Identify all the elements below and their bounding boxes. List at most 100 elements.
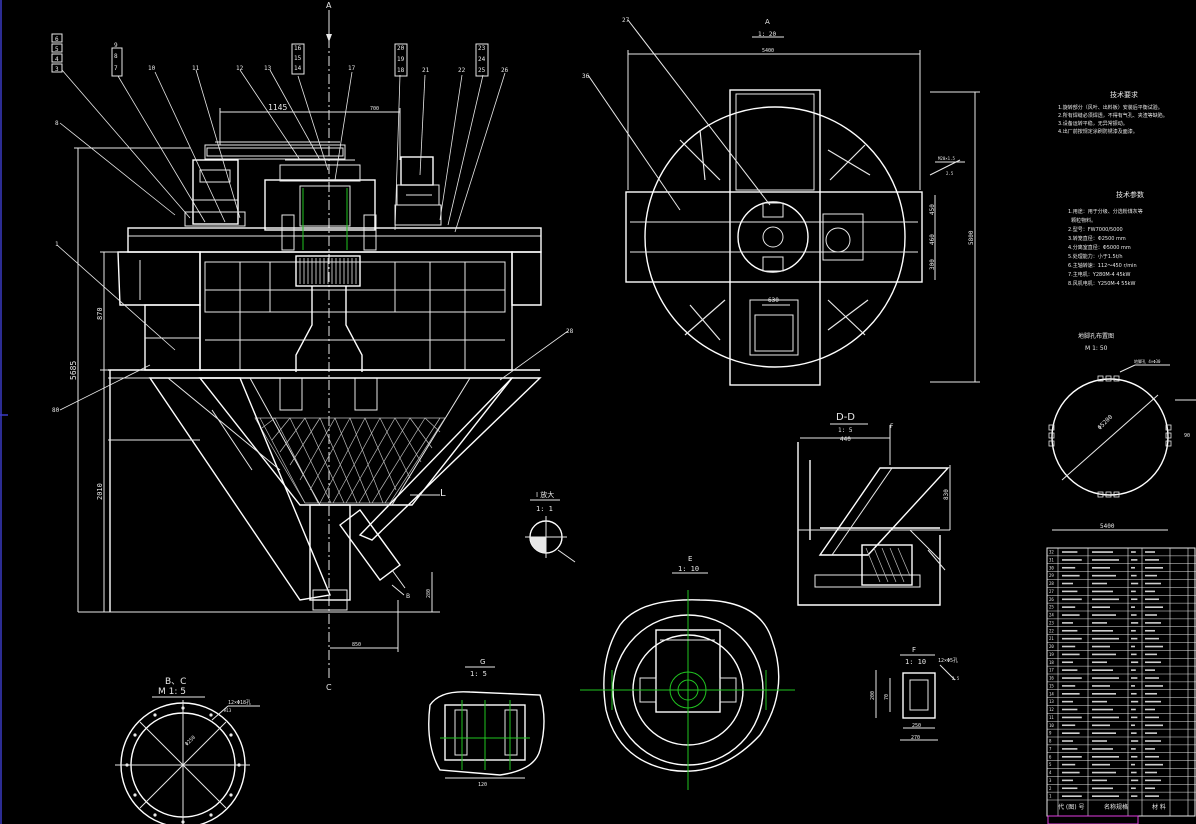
bom-row-number: 9 [1049, 731, 1052, 736]
svg-text:830: 830 [943, 489, 950, 500]
main-platform [127, 227, 542, 253]
svg-text:270: 270 [911, 735, 920, 741]
svg-text:28: 28 [566, 328, 574, 335]
bom-row-number: 31 [1049, 557, 1054, 562]
tech-requirements-title: 技术要求 [1110, 91, 1138, 99]
svg-text:M20×1.5: M20×1.5 [938, 156, 955, 161]
svg-text:1: 5: 1: 5 [838, 427, 853, 434]
svg-text:5: 5 [55, 46, 59, 53]
svg-text:9: 9 [114, 42, 118, 49]
base-plan-view: 地脚孔布置图 M 1: 50 Φ5200 地脚孔 4×Φ30 5400 90 [1048, 332, 1196, 531]
top-view-crossbeam-h [625, 191, 923, 283]
bom-row-number: 15 [1049, 683, 1054, 688]
bom-row-number: 29 [1049, 573, 1054, 578]
tech-param-item: 8.风机电机：Y250M-4 55kW [1068, 281, 1136, 287]
svg-text:H13: H13 [224, 708, 232, 713]
svg-text:11: 11 [192, 65, 200, 72]
bom-footer-name: 名称规格 [1104, 804, 1129, 811]
svg-text:27: 27 [622, 17, 630, 24]
svg-text:22: 22 [458, 67, 466, 74]
svg-text:A: A [765, 18, 770, 26]
tech-params-title: 技术参数 [1116, 191, 1144, 199]
rotor-cage [295, 255, 361, 287]
tech-param-item: 5.处理能力：小于1.5t/h [1068, 254, 1123, 260]
bom-row-number: 24 [1049, 613, 1054, 618]
svg-text:16: 16 [294, 45, 302, 52]
svg-text:12×Φ18孔: 12×Φ18孔 [228, 699, 251, 706]
svg-text:13: 13 [264, 65, 272, 72]
bom-row-number: 26 [1049, 597, 1054, 602]
svg-text:8: 8 [55, 120, 59, 127]
bom-row-number: 30 [1049, 565, 1054, 570]
bom-row-number: 13 [1049, 699, 1054, 704]
svg-text:E: E [688, 555, 692, 563]
dim-870: 870 [96, 307, 104, 320]
svg-text:地脚孔 4×Φ30: 地脚孔 4×Φ30 [1134, 358, 1161, 364]
svg-text:7: 7 [114, 65, 118, 72]
bom-row-number: 23 [1049, 620, 1054, 625]
svg-text:M 1: 50: M 1: 50 [1085, 345, 1108, 352]
main-elevation-view: A C 1145 700 [51, 1, 574, 692]
e-outer-contour [603, 599, 780, 772]
svg-text:I 放大: I 放大 [536, 490, 554, 499]
dim-280: 280 [426, 589, 432, 598]
left-hood [117, 251, 201, 306]
tech-param-item: 3.转笼直径：Φ2500 mm [1068, 236, 1126, 242]
tech-param-item: 4.分离室直径：Φ5000 mm [1068, 245, 1131, 251]
bom-row-number: 14 [1049, 691, 1054, 696]
bom-row-number: 3 [1049, 778, 1052, 783]
svg-text:24: 24 [478, 56, 486, 63]
svg-text:25: 25 [478, 67, 486, 74]
bom-row-number: 5 [1049, 762, 1052, 767]
title-block-stamp [1047, 815, 1139, 824]
svg-text:F: F [890, 423, 894, 430]
bom-row-number: 17 [1049, 668, 1054, 673]
tech-param-item: 6.主轴转速：112～450 r/min [1068, 263, 1137, 269]
svg-text:1: 10: 1: 10 [678, 565, 699, 573]
svg-text:4: 4 [55, 56, 59, 63]
side-discharge [339, 509, 401, 581]
tech-param-item: 7.主电机：Y280M-4 45kW [1068, 272, 1131, 278]
svg-text:450: 450 [929, 204, 936, 215]
svg-text:80: 80 [52, 407, 60, 414]
main-motor [192, 159, 239, 225]
svg-text:15: 15 [294, 55, 302, 62]
bom-row-number: 16 [1049, 676, 1054, 681]
svg-text:3: 3 [55, 66, 59, 73]
bom-footer-material: 材 料 [1152, 804, 1166, 811]
dim-2010: 2010 [96, 483, 104, 500]
svg-text:36: 36 [582, 73, 590, 80]
bom-row-number: 2 [1049, 786, 1052, 791]
svg-text:20: 20 [397, 45, 405, 52]
tech-req-item: 3.设备运转平稳，无异常振动。 [1058, 121, 1128, 127]
svg-text:440: 440 [840, 436, 851, 443]
bom-row-number: 32 [1049, 550, 1054, 555]
tech-req-item: 2.所有焊缝必须焊透，不得有气孔、夹渣等缺陷。 [1058, 113, 1168, 119]
pulley-cover [204, 144, 346, 160]
fan-motor [400, 156, 434, 186]
g-detail-view: G 1: 5 120 [428, 658, 545, 788]
i-detail-view: I 放大 1: 1 [525, 490, 576, 563]
svg-text:120: 120 [478, 782, 487, 788]
svg-text:D-D: D-D [836, 412, 855, 423]
section-marker-a: A [326, 1, 332, 10]
svg-text:460: 460 [929, 234, 936, 245]
svg-text:14: 14 [294, 65, 302, 72]
bom-row-number: 12 [1049, 707, 1054, 712]
svg-text:Φ250: Φ250 [184, 735, 197, 748]
bom-row-number: 25 [1049, 605, 1054, 610]
svg-text:1: 1 [55, 241, 59, 248]
svg-text:M 1: 5: M 1: 5 [158, 687, 186, 697]
svg-text:630: 630 [768, 297, 779, 304]
tech-param-item: 2.型号：FW7000/5000 [1068, 227, 1123, 233]
svg-text:G: G [480, 658, 485, 666]
outlet-pipe [309, 504, 351, 601]
bc-detail-view: B、C M 1: 5 12×Φ18孔 H13 Φ250 [115, 677, 260, 824]
bom-row-number: 6 [1049, 754, 1052, 759]
svg-text:12×Φ5孔: 12×Φ5孔 [938, 657, 958, 664]
tech-req-item: 4.出厂前按规定涂刷防锈漆及面漆。 [1058, 129, 1138, 135]
bom-row-number: 18 [1049, 660, 1054, 665]
svg-text:F: F [912, 646, 916, 654]
bom-row-number: 19 [1049, 652, 1054, 657]
